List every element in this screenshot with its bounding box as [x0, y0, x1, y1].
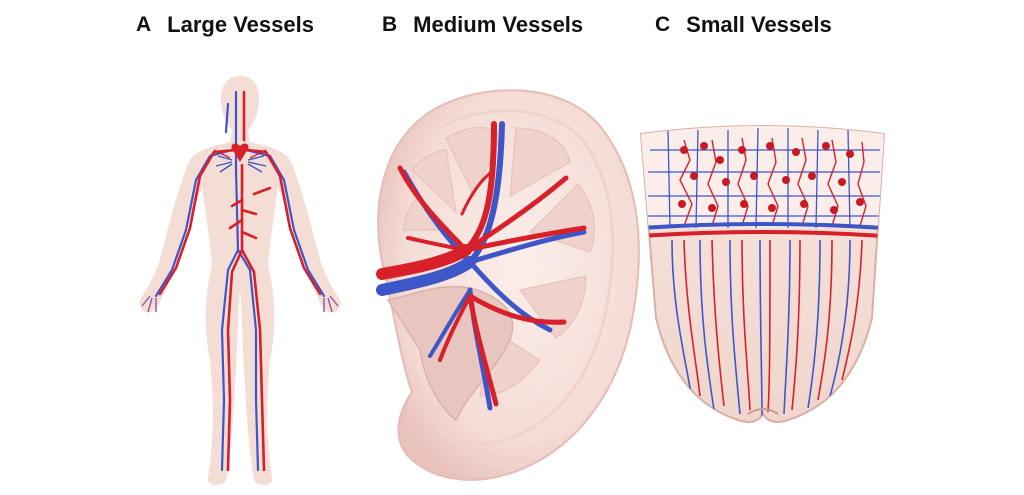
panel-b-label: Medium Vessels [413, 12, 584, 37]
panel-a-label: Large Vessels [167, 12, 314, 37]
kidney-illustration [376, 89, 640, 481]
tissue-glomeruli [678, 142, 864, 214]
capillary-tissue-illustration [639, 125, 886, 423]
lung-vessels [213, 149, 267, 173]
panel-b-title: B Medium Vessels [382, 8, 583, 42]
tissue-vasa-recta [671, 239, 863, 417]
panel-a-title: A Large Vessels [136, 8, 314, 42]
panel-a-letter: A [136, 13, 152, 36]
panel-c-title: C Small Vessels [655, 8, 832, 42]
kidney-arteries [376, 121, 587, 407]
panel-b-letter: B [382, 13, 398, 36]
panel-c-letter: C [655, 13, 671, 36]
panel-c-label: Small Vessels [686, 12, 832, 37]
human-body-illustration [139, 76, 341, 486]
body-hand-vessels [141, 295, 339, 313]
body-silhouette [139, 76, 341, 486]
heart-icon [231, 143, 249, 162]
